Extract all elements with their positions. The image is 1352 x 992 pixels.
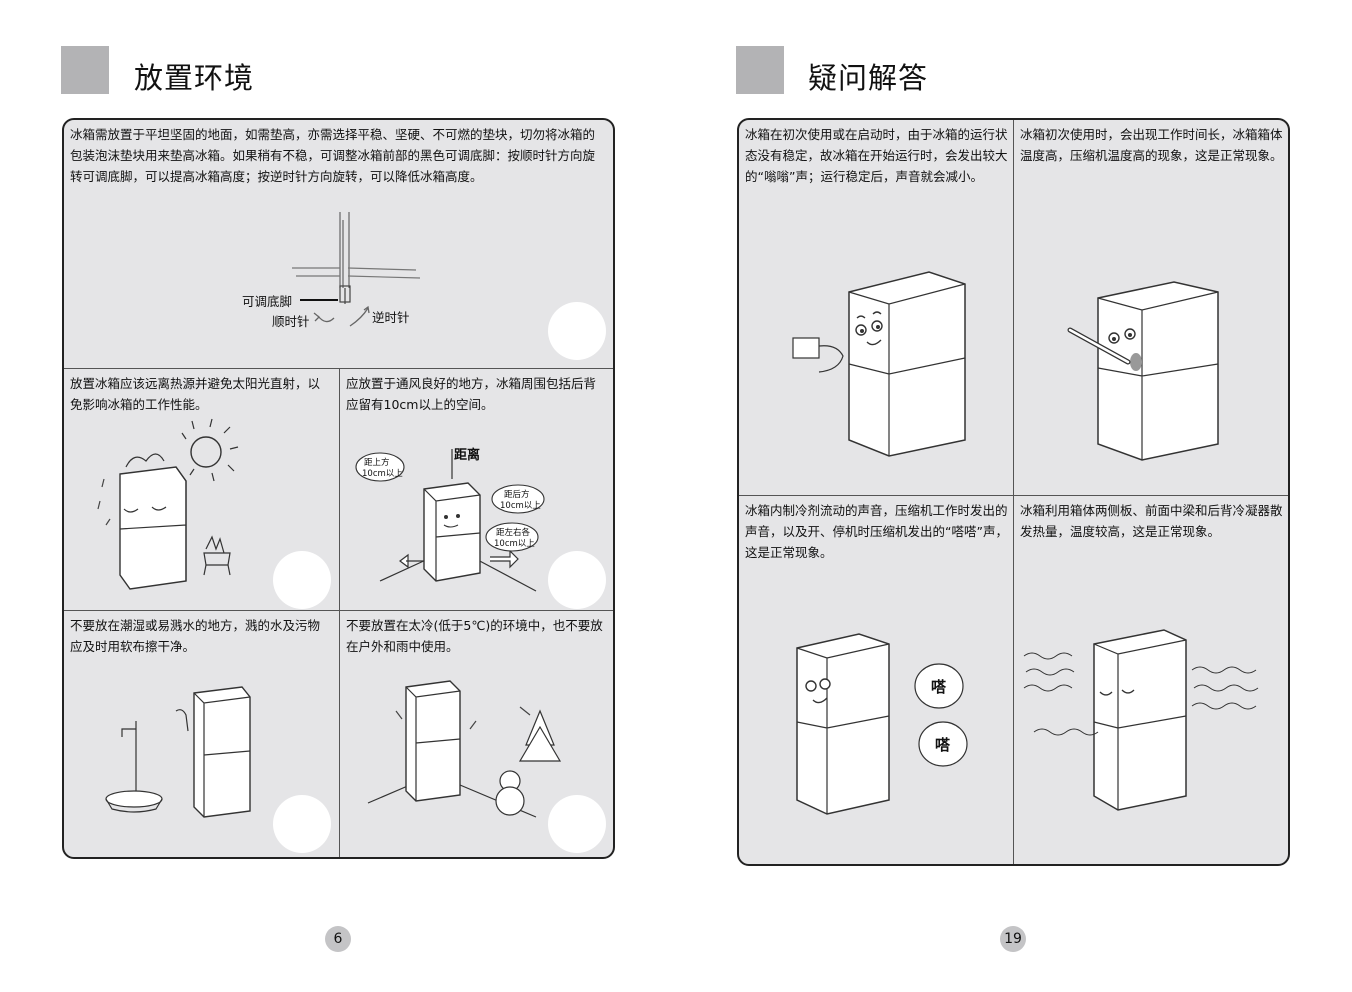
distance-label: 距离 — [454, 447, 480, 463]
divider-h1 — [64, 368, 613, 369]
sound-bubble-1: 嗒 — [931, 678, 947, 696]
faq-text: 冰箱初次使用时，会出现工作时间长，冰箱箱体温度高，压缩机温度高的现象，这是正常现… — [1020, 127, 1283, 163]
faq-refrigerant-sound: 冰箱内制冷剂流动的声音，压缩机工作时发出的声音，以及开、停机时压缩机发出的“嗒嗒… — [739, 496, 1013, 864]
faq-high-temperature: 冰箱初次使用时，会出现工作时间长，冰箱箱体温度高，压缩机温度高的现象，这是正常现… — [1014, 120, 1288, 495]
plugged-fridge-illustration — [792, 271, 966, 457]
panel-text: 不要放在潮湿或易溅水的地方，溅的水及污物应及时用软布擦干净。 — [70, 618, 321, 654]
counterclockwise-label: 逆时针 — [372, 310, 410, 325]
faq-text: 冰箱在初次使用或在启动时，由于冰箱的运行状态没有稳定，故冰箱在开始运行时，会发出… — [745, 127, 1008, 184]
adjustable-foot-label: 可调底脚 — [242, 294, 292, 309]
panel-avoid-cold: 不要放置在太冷(低于5℃)的环境中，也不要放在户外和雨中使用。 — [340, 611, 613, 857]
panel-text: 放置冰箱应该远离热源并避免太阳光直射，以免影响冰箱的工作性能。 — [70, 376, 321, 412]
divider-v — [1013, 120, 1014, 864]
back-distance-value: 10cm以上 — [500, 501, 541, 511]
top-distance-value: 10cm以上 — [362, 469, 403, 479]
panel-level-ground: 冰箱需放置于平坦坚固的地面，如需垫高，亦需选择平稳、坚硬、不可燃的垫块，切勿将冰… — [64, 120, 613, 368]
panel-ventilation: 应放置于通风良好的地方，冰箱周围包括后背应留有10cm以上的空间。 距离 距上方… — [340, 369, 613, 610]
title-marker-left — [61, 46, 109, 94]
circle-tab — [273, 795, 331, 853]
faq-text: 冰箱内制冷剂流动的声音，压缩机工作时发出的声音，以及开、停机时压缩机发出的“嗒嗒… — [745, 503, 1008, 560]
divider-h — [739, 495, 1288, 496]
moisture-illustration — [105, 686, 251, 818]
heat-dissipation-illustration — [1023, 629, 1259, 811]
top-distance-label: 距上方 — [364, 457, 390, 468]
adjustable-foot-illustration: 可调底脚 顺时针 逆时针 — [242, 212, 421, 329]
title-marker-right — [736, 46, 784, 94]
circle-tab — [548, 551, 606, 609]
circle-tab — [548, 302, 606, 360]
faq-heat-dissipation: 冰箱利用箱体两侧板、前面中梁和后背冷凝器散发热量，温度较高，这是正常现象。 — [1014, 496, 1288, 864]
faq-text: 冰箱利用箱体两侧板、前面中梁和后背冷凝器散发热量，温度较高，这是正常现象。 — [1020, 503, 1283, 539]
clicking-fridge-illustration: 嗒 嗒 — [796, 633, 968, 815]
faq-startup-noise: 冰箱在初次使用或在启动时，由于冰箱的运行状态没有稳定，故冰箱在开始运行时，会发出… — [739, 120, 1013, 495]
side-distance-label: 距左右各 — [496, 527, 531, 538]
faq-frame: 冰箱在初次使用或在启动时，由于冰箱的运行状态没有稳定，故冰箱在开始运行时，会发出… — [737, 118, 1290, 866]
thermometer-fridge-illustration — [1067, 281, 1219, 461]
right-page: 疑问解答 冰箱在初次使用或在启动时，由于冰箱的运行状态没有稳定，故冰箱在开始运行… — [676, 0, 1352, 992]
clockwise-label: 顺时针 — [272, 314, 310, 329]
panel-text: 冰箱需放置于平坦坚固的地面，如需垫高，亦需选择平稳、坚硬、不可燃的垫块，切勿将冰… — [70, 127, 596, 184]
panel-text: 不要放置在太冷(低于5℃)的环境中，也不要放在户外和雨中使用。 — [346, 618, 603, 654]
panel-away-from-heat: 放置冰箱应该远离热源并避免太阳光直射，以免影响冰箱的工作性能。 — [64, 369, 339, 610]
circle-tab — [273, 551, 331, 609]
heat-sun-illustration — [97, 418, 239, 590]
page-title-right: 疑问解答 — [808, 61, 929, 95]
page-number-right: 19 — [1000, 926, 1026, 952]
cold-illustration — [367, 680, 562, 818]
back-distance-label: 距后方 — [504, 489, 530, 500]
circle-tab — [548, 795, 606, 853]
left-page: 放置环境 冰箱需放置于平坦坚固的地面，如需垫高，亦需选择平稳、坚硬、不可燃的垫块… — [61, 46, 615, 952]
page-number-left: 6 — [325, 926, 351, 952]
side-distance-value: 10cm以上 — [494, 539, 535, 549]
divider-v — [339, 368, 340, 857]
page-title-left: 放置环境 — [134, 61, 255, 95]
panel-avoid-moisture: 不要放在潮湿或易溅水的地方，溅的水及污物应及时用软布擦干净。 — [64, 611, 339, 857]
divider-h2 — [64, 610, 613, 611]
ventilation-illustration: 距离 距上方 10cm以上 距后方 10cm以上 距左右各 10cm以上 — [355, 447, 545, 592]
placement-frame: 冰箱需放置于平坦坚固的地面，如需垫高，亦需选择平稳、坚硬、不可燃的垫块，切勿将冰… — [62, 118, 615, 859]
panel-text: 应放置于通风良好的地方，冰箱周围包括后背应留有10cm以上的空间。 — [346, 376, 597, 412]
sound-bubble-2: 嗒 — [935, 736, 951, 754]
